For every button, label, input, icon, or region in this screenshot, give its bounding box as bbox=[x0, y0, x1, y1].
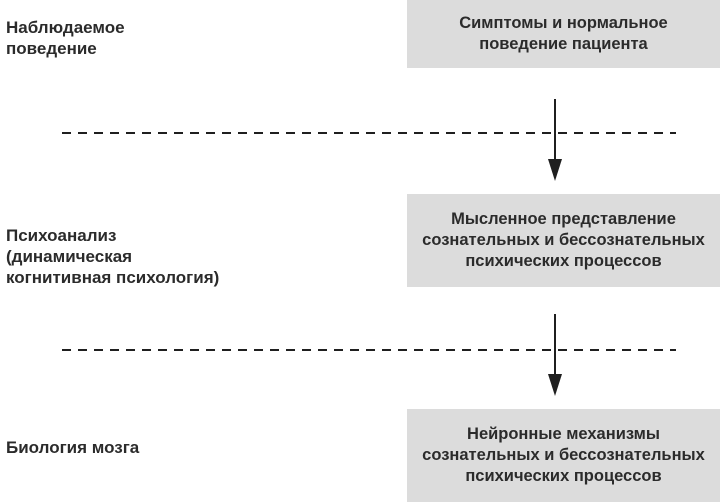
level-label-brain-biology: Биология мозга bbox=[6, 438, 140, 457]
box-neural-mechanisms: Нейронные механизмы сознательных и бессо… bbox=[407, 409, 720, 502]
box-mental-representation-text: Мысленное представление сознательных и б… bbox=[422, 210, 705, 270]
box-neural-mechanisms-text: Нейронные механизмы сознательных и бессо… bbox=[422, 425, 705, 485]
box-mental-representation: Мысленное представление сознательных и б… bbox=[407, 194, 720, 287]
dashed-divider bbox=[62, 132, 676, 134]
box-symptoms-behavior-text: Симптомы и нормальное поведение пациента bbox=[459, 14, 668, 53]
level-label-observed-behavior: Наблюдаемое поведение bbox=[6, 18, 125, 58]
level-label-psychoanalysis: Психоанализ (динамическая когнитивная пс… bbox=[6, 226, 220, 287]
down-arrow-icon bbox=[547, 99, 563, 181]
down-arrow-icon bbox=[547, 314, 563, 396]
dashed-divider bbox=[62, 349, 676, 351]
box-symptoms-behavior: Симптомы и нормальное поведение пациента bbox=[407, 0, 720, 68]
